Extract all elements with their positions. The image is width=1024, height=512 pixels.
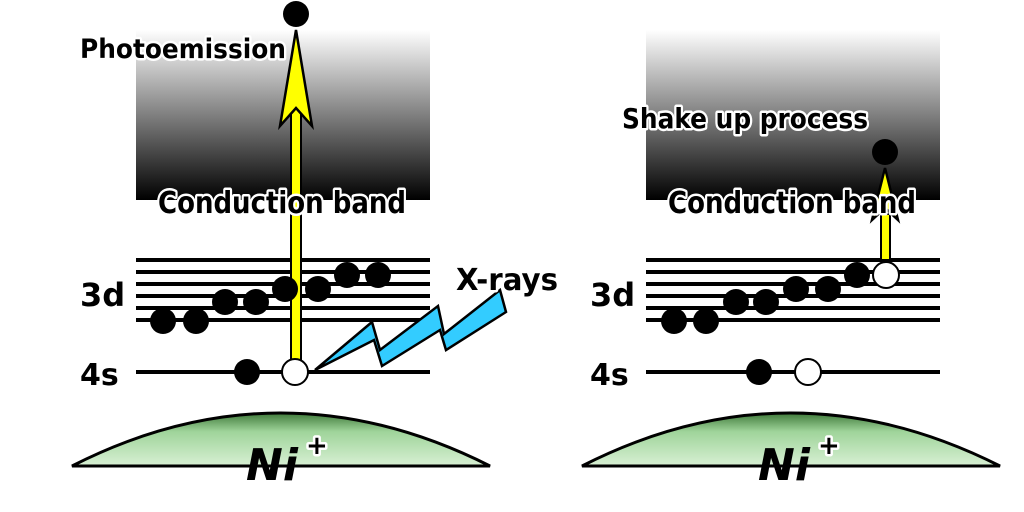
electron-icon	[365, 262, 391, 288]
electron-icon	[693, 308, 719, 334]
right-4s-hole-icon	[794, 358, 822, 386]
left-4s-hole-icon	[281, 358, 309, 386]
xray-bolt-icon	[314, 287, 508, 372]
left-band-label: Conduction band	[158, 186, 406, 221]
electron-icon	[243, 289, 269, 315]
left-ion-dome	[71, 411, 491, 468]
electron-icon	[150, 308, 176, 334]
electron-icon	[212, 289, 238, 315]
electron-icon	[815, 276, 841, 302]
right-3d-hole-icon	[872, 261, 900, 289]
promoted-electron-icon	[872, 139, 898, 165]
left-3d-electrons	[150, 262, 391, 334]
xray-label: X-rays	[456, 263, 558, 298]
right-title: Shake up process	[622, 102, 868, 135]
electron-icon	[723, 289, 749, 315]
emitted-electron-icon	[283, 1, 309, 27]
electron-icon	[334, 262, 360, 288]
right-conduction-band	[646, 30, 940, 200]
left-ion-charge: +	[306, 431, 328, 461]
right-4s-label: 4s	[590, 358, 629, 393]
shakeup-arrow-icon	[869, 167, 901, 261]
electron-icon	[272, 276, 298, 302]
left-title: Photoemission	[80, 34, 286, 65]
electron-icon	[783, 276, 809, 302]
left-3d-label: 3d	[80, 276, 125, 314]
left-4s-label: 4s	[80, 358, 119, 393]
right-ion-label: Ni	[758, 440, 811, 491]
left-panel: Photoemission Conduction band 3d 4s X-ra…	[71, 1, 561, 491]
electron-icon	[753, 289, 779, 315]
right-4s-electron-icon	[746, 359, 772, 385]
right-panel: Shake up process Conduction band 3d 4s N…	[581, 30, 1001, 491]
right-3d-label: 3d	[590, 276, 635, 314]
electron-icon	[661, 308, 687, 334]
electron-icon	[305, 276, 331, 302]
electron-icon	[844, 262, 870, 288]
right-band-label: Conduction band	[668, 186, 916, 221]
right-ion-charge: +	[818, 431, 840, 461]
right-ion-dome	[581, 411, 1001, 468]
electron-icon	[183, 308, 209, 334]
right-3d-electrons	[661, 262, 870, 334]
left-4s-electron-icon	[234, 359, 260, 385]
left-ion-label: Ni	[246, 440, 299, 491]
